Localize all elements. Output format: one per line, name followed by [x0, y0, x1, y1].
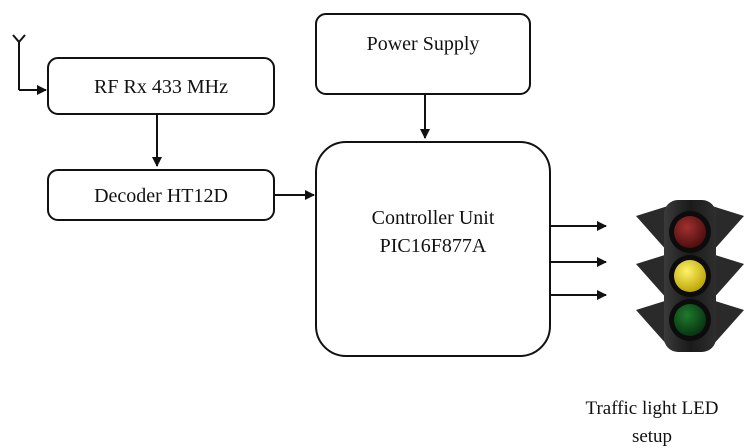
antenna-icon — [12, 34, 47, 95]
traffic-light-caption-line2: setup — [632, 426, 672, 447]
power-supply-block: Power Supply — [315, 13, 531, 95]
decoder-label: Decoder HT12D — [94, 185, 228, 207]
traffic-light-caption-line1: Traffic light LED — [586, 398, 719, 419]
power-supply-label: Power Supply — [367, 33, 480, 55]
controller-label-line2: PIC16F877A — [380, 235, 487, 257]
green-lamp — [674, 304, 706, 336]
controller-block: Controller Unit PIC16F877A — [315, 141, 551, 357]
rf-receiver-block: RF Rx 433 MHz — [47, 57, 275, 115]
rf-receiver-label: RF Rx 433 MHz — [94, 76, 228, 98]
red-lamp — [674, 216, 706, 248]
controller-label-line1: Controller Unit — [372, 207, 495, 229]
yellow-lamp — [674, 260, 706, 292]
decoder-block: Decoder HT12D — [47, 169, 275, 221]
traffic-light-icon — [636, 200, 744, 352]
